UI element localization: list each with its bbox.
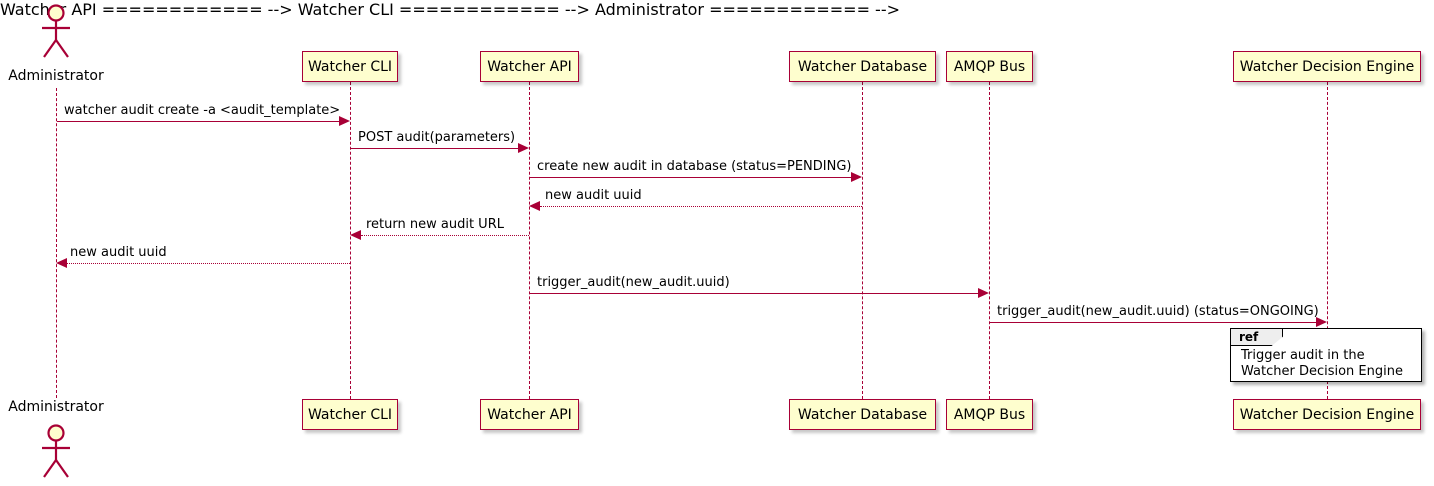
participant-label: Watcher API xyxy=(487,58,572,75)
message-line-4 xyxy=(540,206,862,207)
message-label-1: watcher audit create -a <audit_template> xyxy=(64,103,341,118)
lifeline-watcher-api xyxy=(529,82,530,399)
message-arrowhead-6 xyxy=(56,258,67,268)
participant-watcher-cli-bottom[interactable]: Watcher CLI xyxy=(302,399,398,430)
participant-label: Watcher Database xyxy=(797,406,928,423)
ref-fragment-keyword: ref xyxy=(1231,329,1283,346)
participant-label: Watcher Decision Engine xyxy=(1239,58,1415,75)
participant-watcher-decision-engine-bottom[interactable]: Watcher Decision Engine xyxy=(1233,399,1421,430)
ref-fragment-line2: Watcher Decision Engine xyxy=(1241,364,1403,379)
actor-administrator-bottom-icon xyxy=(34,424,78,480)
participant-amqp-bus-bottom[interactable]: AMQP Bus xyxy=(946,399,1033,430)
message-label-2: POST audit(parameters) xyxy=(358,130,516,145)
message-line-1 xyxy=(57,121,340,122)
message-line-3 xyxy=(530,177,852,178)
participant-watcher-cli-top[interactable]: Watcher CLI xyxy=(302,51,398,82)
participant-watcher-api-bottom[interactable]: Watcher API xyxy=(480,399,579,430)
message-label-8: trigger_audit(new_audit.uuid) (status=ON… xyxy=(997,304,1319,319)
message-label-7: trigger_audit(new_audit.uuid) xyxy=(537,275,730,290)
lifeline-watcher-cli xyxy=(350,82,351,399)
participant-label: Watcher CLI xyxy=(307,406,393,423)
participant-label: Watcher API xyxy=(487,406,572,423)
participant-watcher-database-top[interactable]: Watcher Database xyxy=(789,51,936,82)
actor-administrator-bottom-label: Administrator xyxy=(8,399,104,415)
ref-fragment-line1: Trigger audit in the xyxy=(1241,348,1365,363)
message-arrowhead-1 xyxy=(339,116,350,126)
message-arrowhead-8 xyxy=(1316,317,1327,327)
message-arrowhead-2 xyxy=(518,143,529,153)
message-label-6: new audit uuid xyxy=(70,245,167,260)
actor-administrator-top-label: Administrator xyxy=(8,68,104,84)
message-line-8 xyxy=(990,322,1317,323)
lifeline-administrator xyxy=(56,88,57,398)
message-label-3: create new audit in database (status=PEN… xyxy=(537,159,852,174)
message-arrowhead-5 xyxy=(350,230,361,240)
message-arrowhead-7 xyxy=(978,288,989,298)
lifeline-watcher-decision-engine xyxy=(1327,82,1328,399)
actor-administrator-top-icon xyxy=(34,4,78,60)
message-label-4: new audit uuid xyxy=(545,188,642,203)
lifeline-amqp-bus xyxy=(989,82,990,399)
message-arrowhead-4 xyxy=(529,201,540,211)
participant-label: AMQP Bus xyxy=(953,406,1026,423)
message-line-7 xyxy=(530,293,979,294)
participant-watcher-decision-engine-top[interactable]: Watcher Decision Engine xyxy=(1233,51,1421,82)
lifeline-watcher-database xyxy=(862,82,863,399)
message-line-2 xyxy=(351,148,519,149)
participant-label: AMQP Bus xyxy=(953,58,1026,75)
message-label-5: return new audit URL xyxy=(366,217,504,232)
participant-amqp-bus-top[interactable]: AMQP Bus xyxy=(946,51,1033,82)
participant-watcher-api-top[interactable]: Watcher API xyxy=(480,51,579,82)
message-arrowhead-3 xyxy=(851,172,862,182)
message-line-5 xyxy=(361,235,529,236)
participant-label: Watcher CLI xyxy=(307,58,393,75)
ref-fragment: ref Trigger audit in the Watcher Decisio… xyxy=(1230,328,1422,382)
participant-label: Watcher Database xyxy=(797,58,928,75)
participant-label: Watcher Decision Engine xyxy=(1239,406,1415,423)
participant-watcher-database-bottom[interactable]: Watcher Database xyxy=(789,399,936,430)
message-line-6 xyxy=(67,263,350,264)
